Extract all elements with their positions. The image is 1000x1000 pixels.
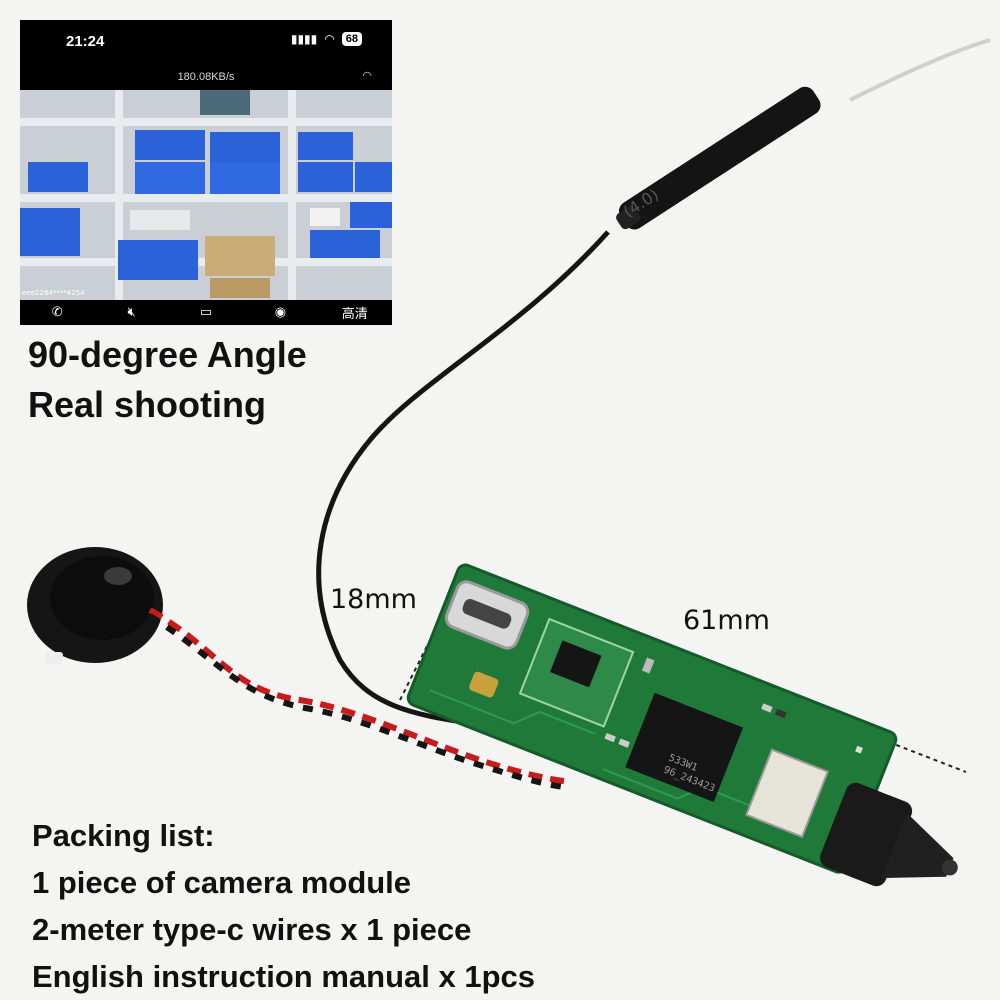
main-chip <box>625 692 744 803</box>
status-time: 21:24 <box>66 33 105 50</box>
ribbon-connector <box>744 748 830 839</box>
antenna-sleeve <box>616 86 821 230</box>
real-shooting-caption: Real shooting <box>28 384 267 425</box>
camera-lens <box>819 782 958 887</box>
width-dimension-label: 18mm <box>330 584 417 615</box>
feed-overlay-text: eee2284****4254 <box>22 289 85 297</box>
record-icon[interactable]: ▭ <box>199 304 213 319</box>
battery-indicator: 68 <box>341 32 362 46</box>
quality-button[interactable]: 高清 <box>341 305 368 321</box>
wifi-icon: ◠ <box>324 32 335 46</box>
camera-feed: eee2284****4254 <box>20 90 392 300</box>
packing-list-item: 1 piece of camera module <box>32 865 412 900</box>
camera-pcb <box>406 563 898 874</box>
signal-icon: ▮▮▮▮ <box>290 32 318 46</box>
packing-list-title: Packing list: <box>32 818 215 853</box>
stream-speed: 180.08KB/s <box>177 71 235 83</box>
speaker-wire-red <box>148 607 571 785</box>
antenna-wire <box>849 38 991 102</box>
camera-icon[interactable]: ◉ <box>274 304 287 319</box>
phone-screenshot: 21:24 ▮▮▮▮ ◠ 68 180.08KB/s ◠ eee2284****… <box>20 20 392 325</box>
packing-list-item: English instruction manual x 1pcs <box>32 959 535 994</box>
speaker <box>27 547 163 664</box>
angle-caption: 90-degree Angle <box>28 334 307 375</box>
length-dimension-label: 61mm <box>683 605 770 636</box>
coax-cable <box>316 230 610 728</box>
stream-wifi-icon: ◠ <box>362 70 372 82</box>
stream-controls: ✆ 🔇︎ ▭ ◉ 高清 <box>20 299 392 325</box>
packing-list: Packing list: 1 piece of camera module 2… <box>32 812 535 1000</box>
call-icon[interactable]: ✆ <box>51 304 63 319</box>
speaker-wire-black <box>148 613 571 791</box>
packing-list-item: 2-meter type-c wires x 1 piece <box>32 912 472 947</box>
mute-icon[interactable]: 🔇︎ <box>127 304 136 319</box>
status-bar-icons: ▮▮▮▮ ◠ 68 <box>291 32 362 46</box>
